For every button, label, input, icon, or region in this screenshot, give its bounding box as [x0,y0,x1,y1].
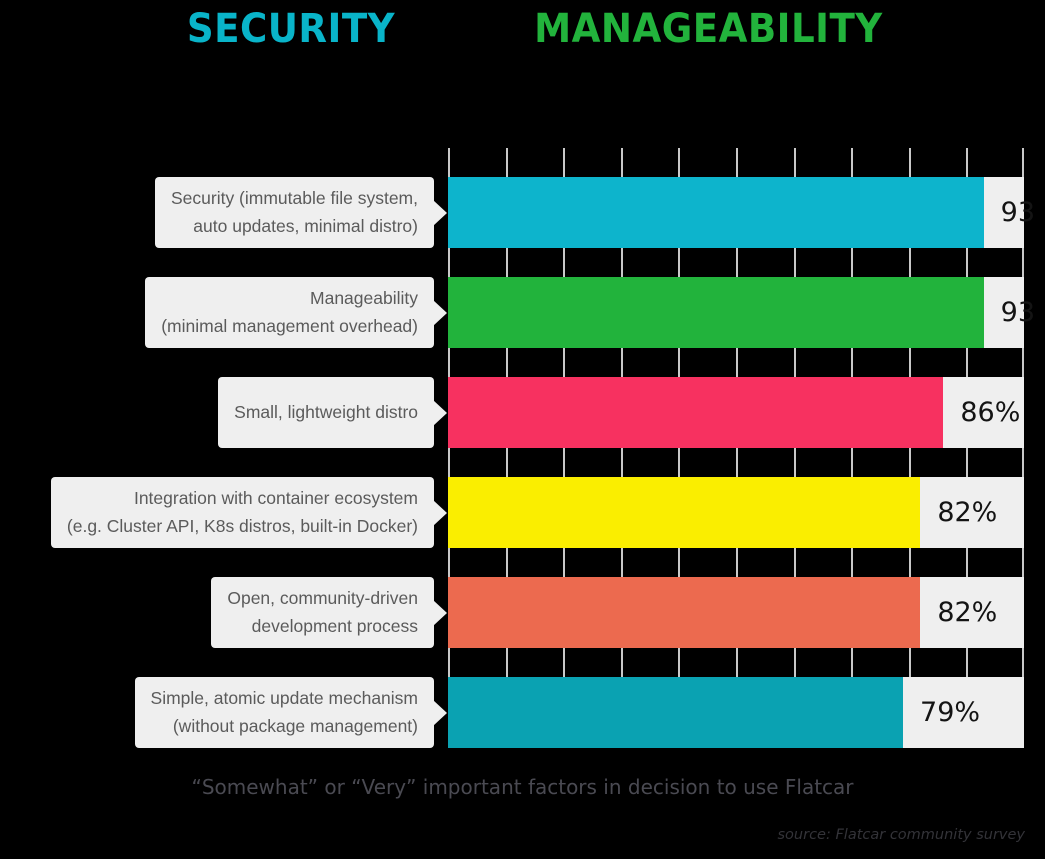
category-label: Open, community-driven development proces… [211,577,447,648]
category-label-line: (without package management) [172,715,418,736]
title-word-manageability: MANAGEABILITY [534,6,883,52]
plot-area: 93 93 86% 82% 82% 79% [448,148,1035,748]
bar-value-label: 93 [1000,197,1036,228]
chart-source: source: Flatcar community survey [777,827,1026,843]
category-label: Integration with container ecosystem (e.g… [50,477,447,548]
bar-fill[interactable] [448,177,984,248]
category-label-line: Simple, atomic update mechanism [150,688,418,709]
label-pointer-icon [433,599,447,626]
category-label-line: Security (immutable file system, [170,188,418,209]
label-pointer-icon [433,499,447,526]
bar-value-label: 82% [937,597,998,628]
bar-fill[interactable] [448,477,921,548]
category-label-column: Security (immutable file system, auto upd… [0,148,448,748]
category-label-line: (e.g. Cluster API, K8s distros, built-in… [66,515,418,536]
label-pointer-icon [433,399,447,426]
category-label-line: Integration with container ecosystem [133,488,418,509]
bar-value-label: 93 [1000,297,1036,328]
title-word-security: SECURITY [186,6,396,52]
category-label-line: Open, community-driven [227,588,418,609]
bar-fill[interactable] [448,377,944,448]
bar-row: 79% [448,677,1024,748]
chart-caption: “Somewhat” or “Very” important factors i… [191,775,854,799]
category-label-line: (minimal management overhead) [161,315,418,336]
label-pointer-icon [433,199,447,226]
category-label-line: Manageability [310,288,418,309]
category-label: Security (immutable file system, auto upd… [154,177,447,248]
category-label: Manageability (minimal management overhea… [145,277,447,348]
bar-fill[interactable] [448,577,921,648]
bar-value-label: 79% [920,697,981,728]
bar-fill[interactable] [448,677,904,748]
category-label: Simple, atomic update mechanism (without … [134,677,447,748]
bar-row: 82% [448,477,1024,548]
bar-value-label: 82% [937,497,998,528]
category-label-line: Small, lightweight distro [234,401,418,422]
bar-fill[interactable] [448,277,984,348]
chart-title: SECURITY MANAGEABILITY [0,0,1045,58]
bar-rows: 93 93 86% 82% 82% 79% [448,148,1035,748]
bar-row: 82% [448,577,1024,648]
bar-value-label: 86% [960,397,1021,428]
bar-row: 86% [448,377,1024,448]
label-pointer-icon [433,699,447,726]
bar-row: 93 [448,177,1035,248]
category-label: Small, lightweight distro [218,377,447,448]
bar-row: 93 [448,277,1035,348]
label-pointer-icon [433,299,447,326]
category-label-line: auto updates, minimal distro) [193,215,418,236]
category-label-line: development process [251,615,418,636]
